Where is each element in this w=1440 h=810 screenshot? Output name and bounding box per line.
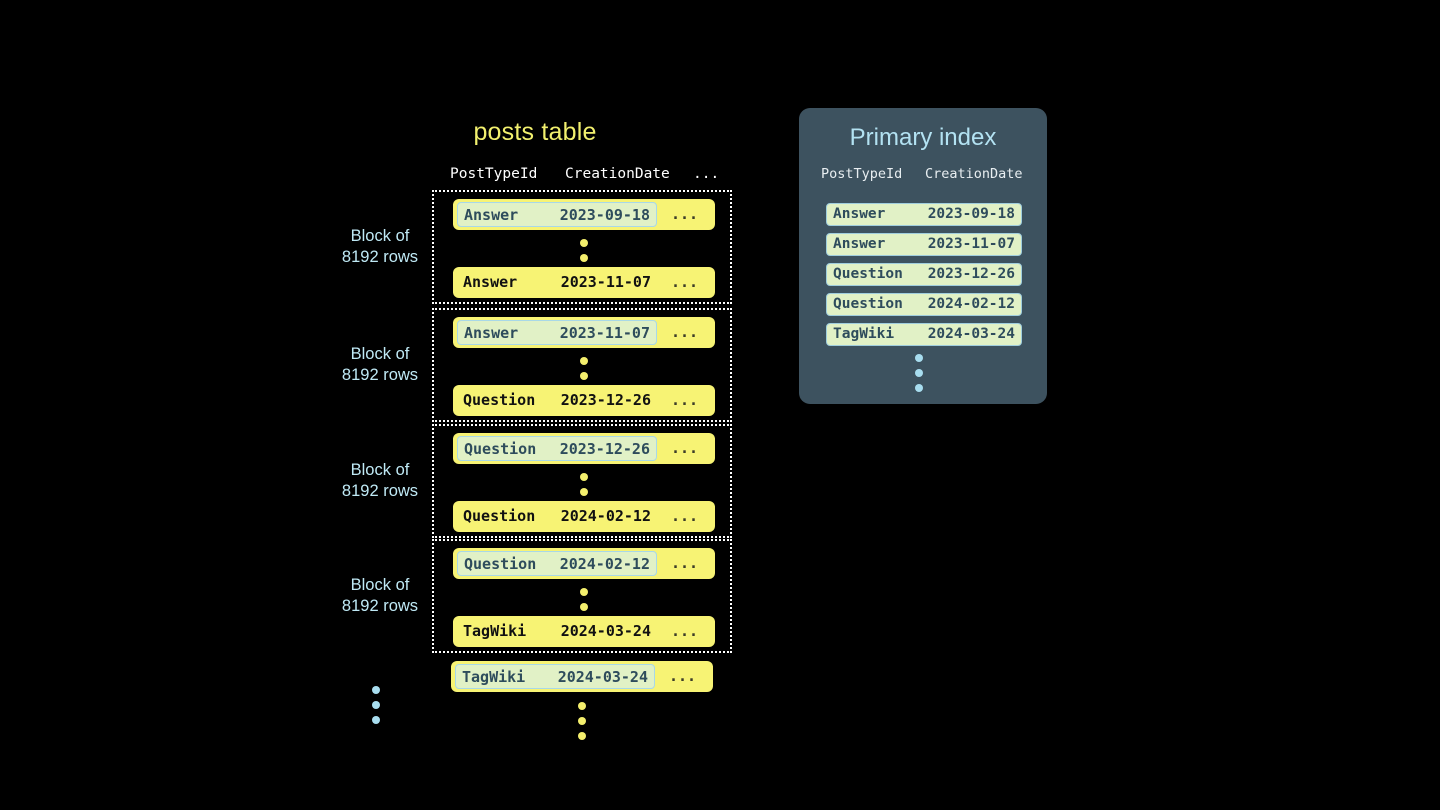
block-label-line2: 8192 rows	[341, 597, 419, 615]
table-row: Question 2023-12-26 ...	[453, 433, 715, 464]
table-row: Answer 2023-11-07 ...	[453, 317, 715, 348]
cell-posttypeid: Question	[463, 391, 536, 409]
index-row: Answer 2023-11-07	[826, 233, 1022, 256]
blocks-continue-ellipsis-icon	[372, 686, 382, 731]
block-label-line1: Block of	[350, 227, 410, 245]
index-row: Answer 2023-09-18	[826, 203, 1022, 226]
posts-table-figure: posts table PostTypeId CreationDate ... …	[330, 118, 740, 740]
index-continues-ellipsis-icon	[915, 354, 925, 399]
index-row: Question 2023-12-26	[826, 263, 1022, 286]
index-cell-posttypeid: Question	[833, 266, 903, 282]
cell-more: ...	[671, 622, 699, 640]
block-group: Block of 8192 rows Question 2023-12-26 .…	[342, 424, 732, 538]
cell-more: ...	[671, 323, 699, 341]
index-cell-posttypeid: Answer	[833, 236, 886, 252]
row-key-cells: Answer 2023-11-07	[457, 270, 657, 295]
row-key-cells: Question 2023-12-26	[457, 388, 657, 413]
cell-creationdate: 2024-02-12	[560, 507, 651, 525]
index-cell-creationdate: 2023-11-07	[927, 236, 1015, 252]
table-row: Question 2024-02-12 ...	[453, 501, 715, 532]
column-header-posttypeid: PostTypeId	[450, 166, 538, 182]
cell-more: ...	[671, 439, 699, 457]
row-key-cells: Answer 2023-11-07	[457, 320, 657, 345]
row-key-cells: TagWiki 2024-03-24	[455, 664, 655, 689]
row-key-cells: Question 2024-02-12	[457, 551, 657, 576]
table-row: TagWiki 2024-03-24 ...	[453, 616, 715, 647]
index-cell-posttypeid: Question	[833, 296, 903, 312]
cell-creationdate: 2023-11-07	[559, 324, 650, 342]
cell-more: ...	[671, 554, 699, 572]
cell-creationdate: 2024-02-12	[559, 555, 650, 573]
block-label-line1: Block of	[350, 576, 410, 594]
cell-more: ...	[671, 273, 699, 291]
posts-table-column-headers: PostTypeId CreationDate ...	[450, 166, 720, 186]
index-cell-creationdate: 2023-09-18	[927, 206, 1015, 222]
cell-creationdate: 2023-12-26	[559, 440, 650, 458]
index-row: TagWiki 2024-03-24	[826, 323, 1022, 346]
cell-creationdate: 2024-03-24	[557, 668, 648, 686]
cell-posttypeid: TagWiki	[462, 668, 526, 686]
index-cell-posttypeid: TagWiki	[833, 326, 895, 342]
primary-index-column-headers: PostTypeId CreationDate	[799, 166, 1047, 186]
block-label: Block of 8192 rows	[334, 226, 426, 268]
row-key-cells: Question 2024-02-12	[457, 504, 657, 529]
block-label-line1: Block of	[350, 461, 410, 479]
row-key-cells: Question 2023-12-26	[457, 436, 657, 461]
block-group: Block of 8192 rows Answer 2023-11-07 ...…	[342, 308, 732, 422]
table-continues-ellipsis-icon	[578, 702, 588, 747]
block-group: Block of 8192 rows Answer 2023-09-18 ...…	[342, 190, 732, 304]
block-label-line2: 8192 rows	[341, 248, 419, 266]
block-label-line2: 8192 rows	[341, 366, 419, 384]
cell-creationdate: 2023-12-26	[560, 391, 651, 409]
block-label-line2: 8192 rows	[341, 482, 419, 500]
cell-creationdate: 2024-03-24	[560, 622, 651, 640]
table-row: Question 2023-12-26 ...	[453, 385, 715, 416]
cell-posttypeid: Question	[464, 555, 537, 573]
index-cell-creationdate: 2024-03-24	[927, 326, 1015, 342]
table-row: Answer 2023-11-07 ...	[453, 267, 715, 298]
cell-posttypeid: Answer	[464, 324, 519, 342]
primary-index-panel: Primary index PostTypeId CreationDate An…	[799, 108, 1047, 404]
cell-posttypeid: Question	[463, 507, 536, 525]
cell-more: ...	[669, 667, 697, 685]
block-group: Block of 8192 rows Question 2024-02-12 .…	[342, 539, 732, 653]
row-key-cells: Answer 2023-09-18	[457, 202, 657, 227]
index-cell-creationdate: 2023-12-26	[927, 266, 1015, 282]
cell-creationdate: 2023-11-07	[560, 273, 651, 291]
cell-more: ...	[671, 205, 699, 223]
cell-more: ...	[671, 507, 699, 525]
cell-posttypeid: Answer	[463, 273, 518, 291]
block-label: Block of 8192 rows	[334, 575, 426, 617]
table-row: Question 2024-02-12 ...	[453, 548, 715, 579]
index-cell-creationdate: 2024-02-12	[927, 296, 1015, 312]
index-cell-posttypeid: Answer	[833, 206, 886, 222]
column-header-more: ...	[693, 166, 720, 182]
posts-table-title: posts table	[473, 118, 597, 146]
row-key-cells: TagWiki 2024-03-24	[457, 619, 657, 644]
index-row: Question 2024-02-12	[826, 293, 1022, 316]
cell-posttypeid: TagWiki	[463, 622, 527, 640]
table-row: TagWiki 2024-03-24 ...	[451, 661, 713, 692]
column-header-creationdate: CreationDate	[565, 166, 670, 182]
table-row: Answer 2023-09-18 ...	[453, 199, 715, 230]
index-column-header-creationdate: CreationDate	[925, 166, 1023, 182]
cell-posttypeid: Answer	[464, 206, 519, 224]
block-label: Block of 8192 rows	[334, 460, 426, 502]
index-column-header-posttypeid: PostTypeId	[821, 166, 903, 182]
cell-posttypeid: Question	[464, 440, 537, 458]
primary-index-title: Primary index	[849, 124, 997, 151]
cell-creationdate: 2023-09-18	[559, 206, 650, 224]
block-label: Block of 8192 rows	[334, 344, 426, 386]
cell-more: ...	[671, 391, 699, 409]
block-label-line1: Block of	[350, 345, 410, 363]
